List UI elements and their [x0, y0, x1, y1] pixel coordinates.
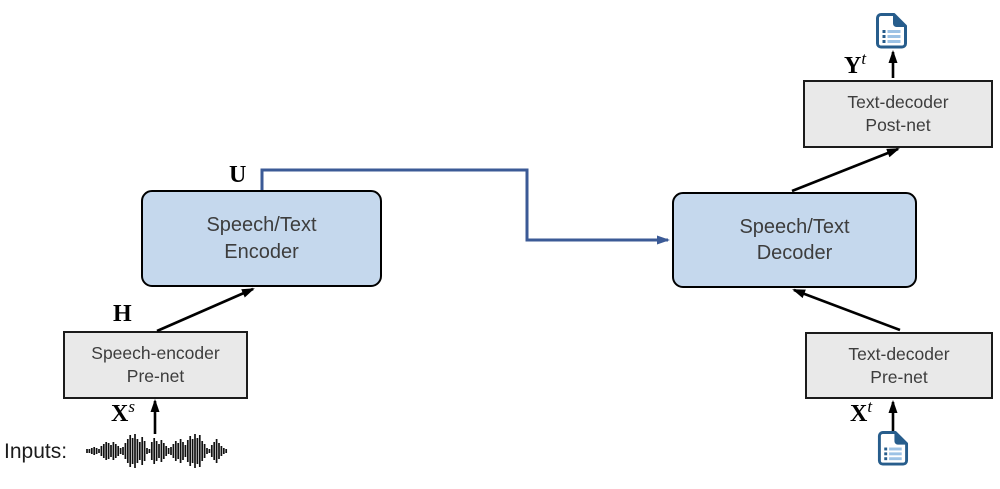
post-net-to-document-arrow — [888, 50, 898, 78]
decoder-label-line2: Decoder — [756, 242, 833, 264]
text-decoder-post-net-node: Text-decoder Post-net — [803, 80, 993, 148]
post-net-label-line2: Post-net — [865, 115, 931, 135]
speech-pre-net-to-encoder-arrow — [156, 287, 255, 333]
text-pre-net-label-line1: Text-decoder — [848, 343, 950, 364]
speech-pre-net-label-line1: Speech-encoder — [91, 343, 220, 364]
decoder-node: Speech/Text Decoder — [672, 192, 917, 288]
post-net-label-line1: Text-decoder — [847, 92, 949, 113]
text-pre-net-to-decoder-arrow — [792, 288, 901, 332]
label-y-t: Yt — [844, 50, 866, 80]
label-x-s-sup: s — [128, 397, 135, 416]
text-pre-net-label-line2: Pre-net — [870, 366, 928, 387]
document-text-lines — [882, 30, 901, 43]
label-x-t-base: X — [850, 401, 868, 427]
document-to-text-pre-net-arrow — [888, 400, 898, 431]
text-document-icon — [876, 13, 907, 49]
label-y-t-base: Y — [844, 53, 862, 79]
label-x-s-base: X — [111, 401, 129, 427]
waveform-to-speech-pre-net-arrow — [150, 399, 160, 434]
label-u: U — [229, 162, 247, 188]
encoder-label-line2: Encoder — [224, 240, 299, 263]
encoder-to-decoder-connector-arrow — [260, 168, 670, 245]
decoder-to-post-net-arrow — [791, 147, 900, 193]
label-y-t-sup: t — [861, 49, 867, 68]
speech-encoder-pre-net-node: Speech-encoder Pre-net — [63, 331, 248, 399]
label-x-t: Xt — [850, 398, 872, 428]
document-text-lines — [884, 447, 902, 461]
encoder-node: Speech/Text Encoder — [141, 190, 382, 287]
text-decoder-pre-net-node: Text-decoder Pre-net — [805, 332, 993, 399]
speech-pre-net-label-line2: Pre-net — [126, 366, 185, 386]
label-h: H — [113, 301, 132, 327]
label-x-s: Xs — [111, 398, 135, 428]
speech-waveform-icon — [86, 434, 228, 468]
inputs-caption: Inputs: — [4, 440, 68, 463]
decoder-label-line1: Speech/Text — [739, 215, 850, 238]
text-document-icon — [877, 431, 909, 466]
encoder-label-line1: Speech/Text — [206, 214, 317, 237]
label-x-t-sup: t — [867, 397, 873, 416]
